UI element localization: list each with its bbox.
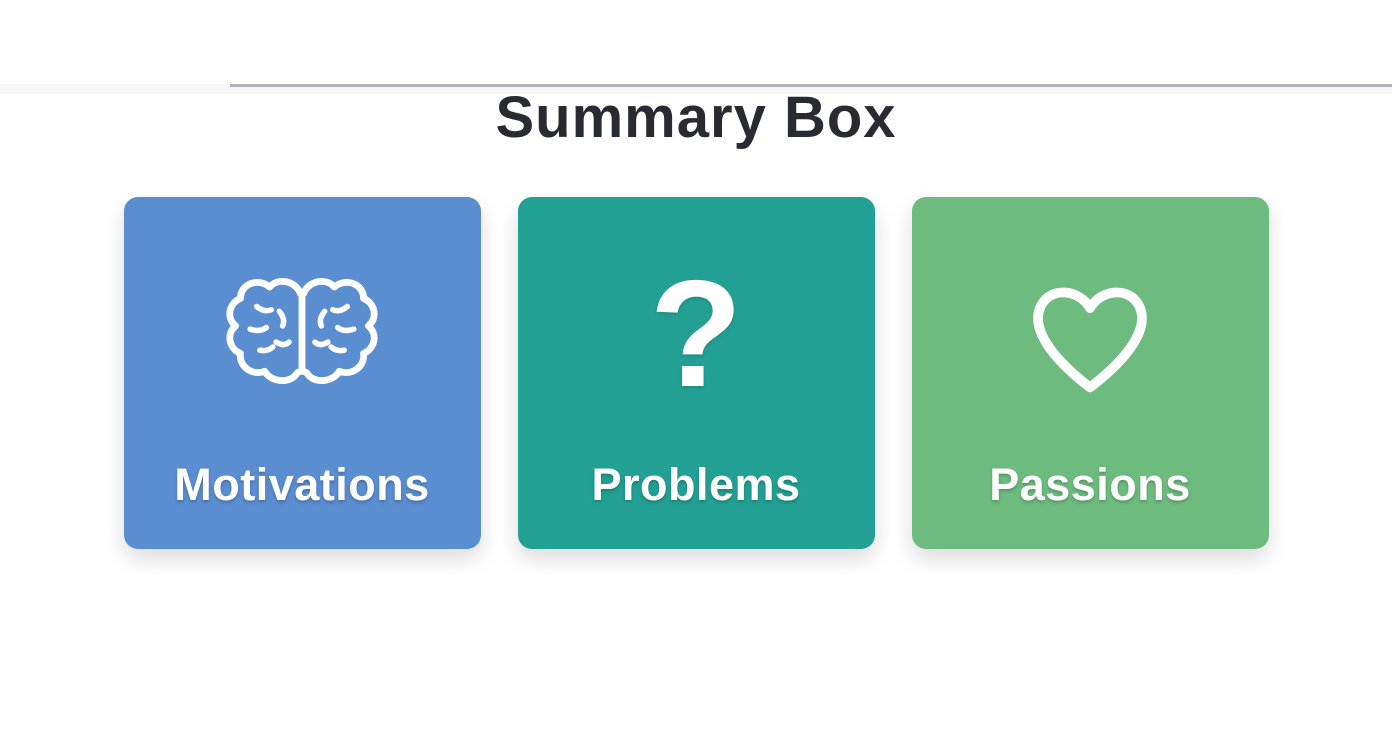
- brain-icon: [221, 253, 383, 415]
- card-label-motivations: Motivations: [174, 459, 430, 510]
- page-title: Summary Box: [495, 85, 897, 150]
- card-label-passions: Passions: [989, 459, 1191, 510]
- question-mark-glyph: ?: [649, 249, 743, 419]
- card-motivations: Motivations: [123, 197, 481, 549]
- top-edge-strip: [0, 84, 1392, 94]
- top-edge-line: [230, 84, 1392, 87]
- cards-row: Motivations ? Problems Passions: [0, 197, 1392, 549]
- question-mark-icon: ?: [615, 253, 777, 415]
- summary-box-page: Summary Box: [0, 84, 1392, 752]
- heart-icon: [1009, 253, 1171, 415]
- card-passions: Passions: [911, 197, 1269, 549]
- card-label-problems: Problems: [591, 459, 801, 510]
- card-problems: ? Problems: [517, 197, 875, 549]
